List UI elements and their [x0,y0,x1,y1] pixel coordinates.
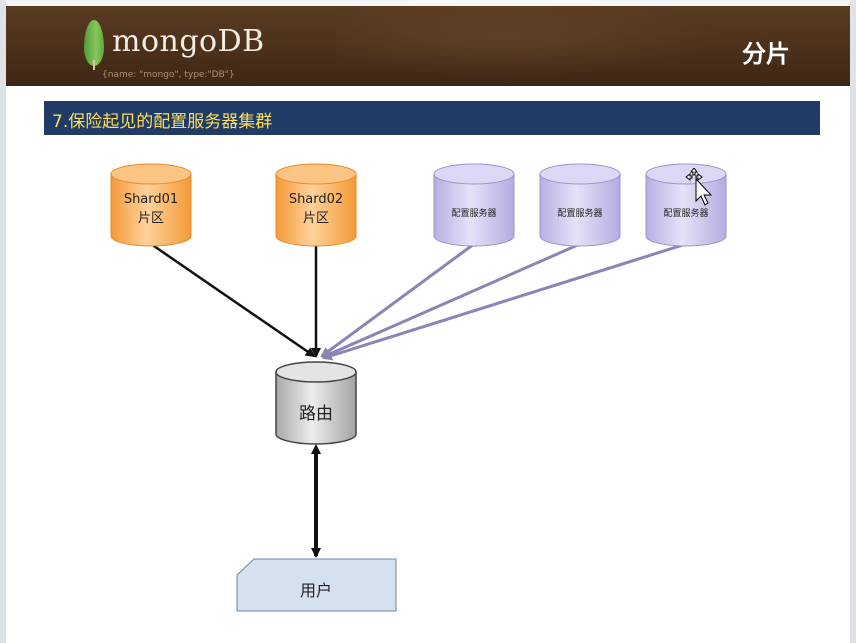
shard01-label: Shard01 片区 [111,190,191,228]
config-server-3-label: 配置服务器 [663,209,709,219]
shard02-label: Shard02 片区 [276,190,356,228]
mongodb-logo: mongoDB {name: "mongo", type:"DB"} [78,16,278,86]
arrow-shard1-to-router [150,242,316,358]
window-frame-left [0,0,6,643]
leaf-icon [84,20,104,66]
router-cylinder [275,361,357,445]
section-bar [44,101,820,135]
user-label: 用户 [299,581,332,600]
arrow-config2-to-router [321,242,581,359]
user-box [236,558,397,612]
router-label: 路由 [299,404,333,424]
config-server-1-cylinder [433,163,515,247]
arrow-config1-to-router [320,242,475,358]
slide-header: mongoDB {name: "mongo", type:"DB"} 分片 [6,6,850,86]
logo-text: mongoDB [112,24,265,59]
shard02-cylinder [275,163,357,247]
config-server-2-label: 配置服务器 [557,209,603,219]
header-title: 分片 [742,40,790,68]
shard02-sub: 片区 [302,211,329,226]
shard01-sub: 片区 [137,211,164,226]
shard01-cylinder [110,163,192,247]
mouse-cursor-icon [685,168,712,206]
arrow-config3-to-router [322,242,687,361]
header-texture [336,6,756,86]
shard01-name: Shard01 [123,192,179,207]
leaf-stem [93,60,95,70]
window-frame-right [850,0,856,643]
shard02-name: Shard02 [288,192,344,207]
config-server-1-label: 配置服务器 [451,209,497,219]
section-title: 7.保险起见的配置服务器集群 [52,112,273,132]
config-server-2-cylinder [539,163,621,247]
logo-subtitle: {name: "mongo", type:"DB"} [102,70,235,80]
